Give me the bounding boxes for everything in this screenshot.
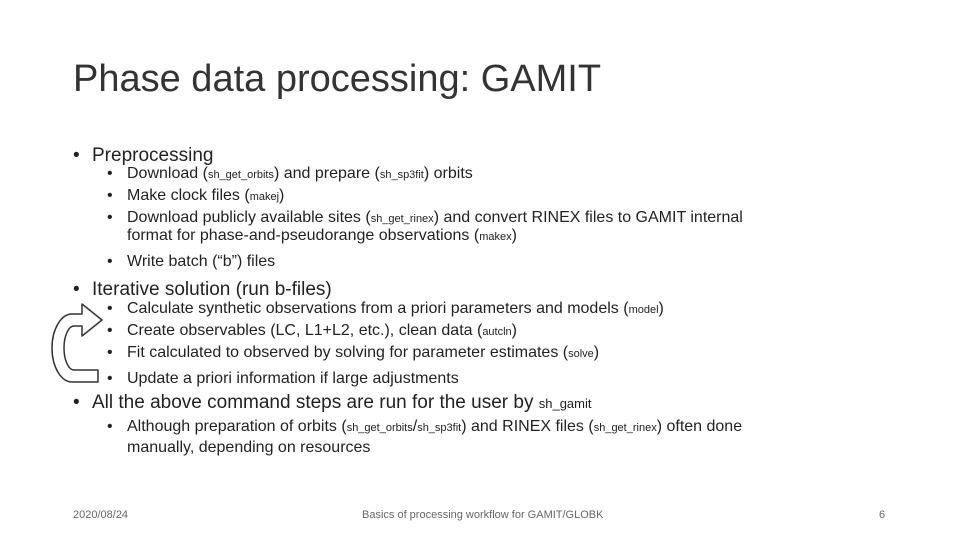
sub-bullet-although: •Although preparation of orbits (sh_get_… (107, 418, 743, 435)
slide-title: Phase data processing: GAMIT (73, 58, 602, 100)
sub-bullet-batch-files: •Write batch (“b”) files (107, 253, 276, 270)
sub-bullet-continuation-manual: manually, depending on resources (127, 439, 371, 456)
page-number: 6 (879, 509, 886, 521)
cycle-arrow-icon (51, 303, 103, 383)
sub-bullet-continuation: format for phase-and-pseudorange observa… (127, 227, 517, 244)
bullet-all-steps: •All the above command steps are run for… (73, 392, 592, 413)
sub-bullet-update: •Update a priori information if large ad… (107, 370, 459, 387)
footer-title: Basics of processing workflow for GAMIT/… (362, 509, 604, 521)
sub-bullet-fit: •Fit calculated to observed by solving f… (107, 344, 600, 361)
sub-bullet-download-orbits: •Download (sh_get_orbits) and prepare (s… (107, 165, 473, 182)
sub-bullet-observables: •Create observables (LC, L1+L2, etc.), c… (107, 322, 517, 339)
sub-bullet-calculate: •Calculate synthetic observations from a… (107, 300, 664, 317)
bullet-iterative-solution: •Iterative solution (run b-files) (73, 279, 332, 300)
footer-date: 2020/08/24 (73, 509, 129, 521)
sub-bullet-clock-files: •Make clock files (makej) (107, 187, 285, 204)
bullet-preprocessing: •Preprocessing (73, 145, 214, 166)
sub-bullet-download-sites: •Download publicly available sites (sh_g… (107, 209, 743, 226)
